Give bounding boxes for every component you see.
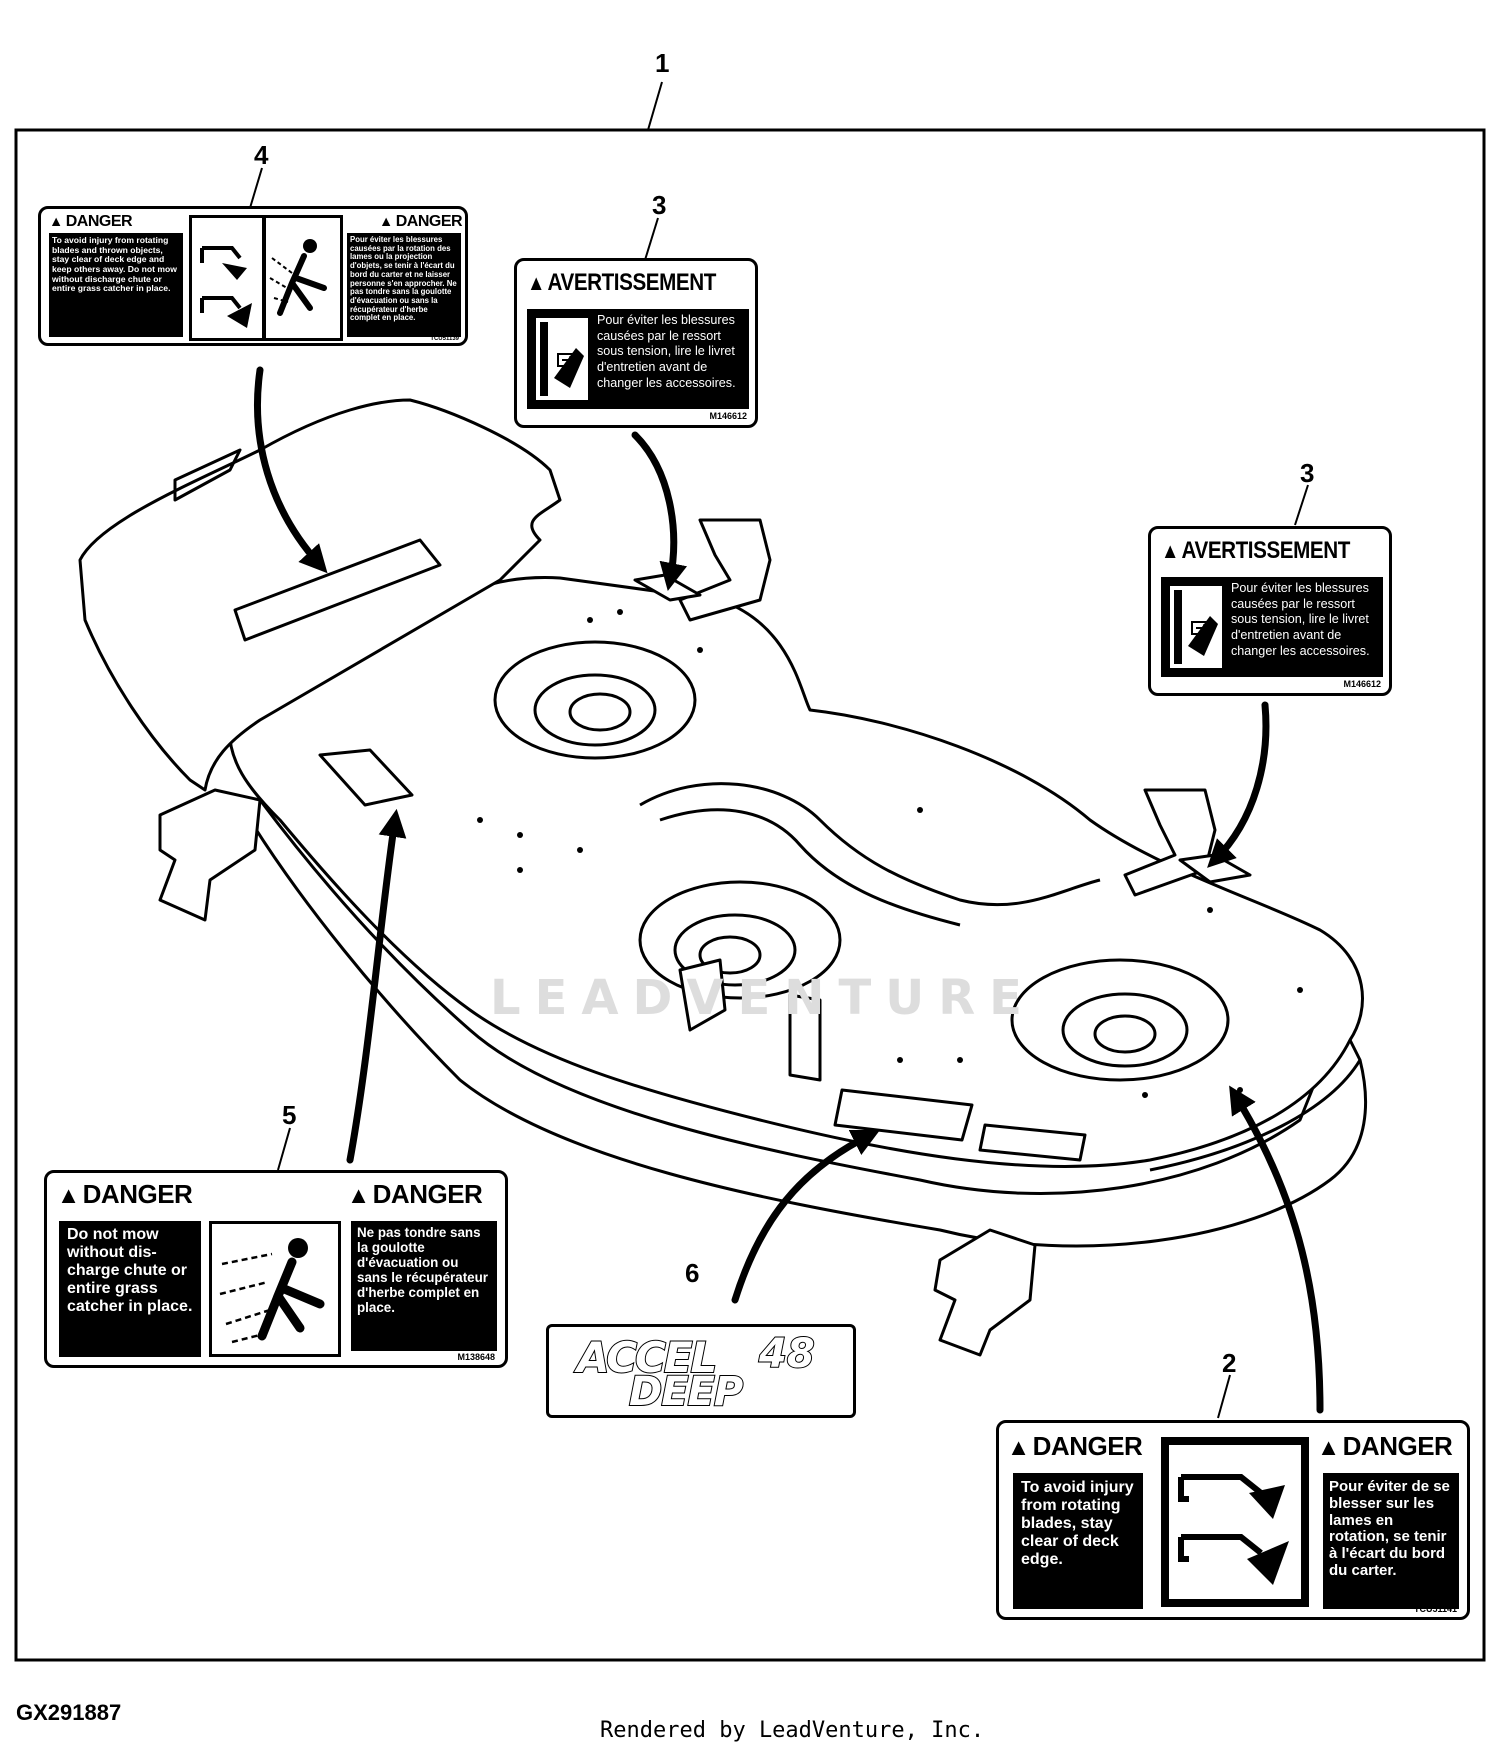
- arrow-6: [731, 1129, 881, 1304]
- decal-3b: ▲AVERTISSEMENT Pour éviter les blessures…: [1148, 526, 1392, 696]
- decal-3b-text: Pour éviter les blessures causées par le…: [1231, 581, 1370, 658]
- decal-5-right-header: ▲DANGER: [347, 1179, 483, 1209]
- decal-2-code: TCU51141: [1413, 1604, 1457, 1614]
- pointer-arrows: [254, 366, 1324, 1414]
- decal-5-right-text: Ne pas tondre sans la goulotte d'évacuat…: [351, 1221, 497, 1351]
- blade-hazard-icon: [200, 218, 327, 338]
- decal-4-left-header: ▲DANGER: [49, 213, 133, 230]
- decal-2-left-text: To avoid injury from rotating blades, st…: [1013, 1473, 1143, 1609]
- decal-4-right-text: Pour éviter les blessures causées par la…: [347, 233, 461, 337]
- blade-hazard-icon: [1161, 1437, 1309, 1607]
- warning-triangle-icon: ▲: [379, 214, 393, 230]
- spindle-left-hub: [568, 692, 632, 732]
- callout-2: 2: [1222, 1348, 1237, 1378]
- callout-3a: 3: [652, 190, 667, 220]
- spring-hazard-icon: [540, 322, 584, 396]
- decal-3a-code: M146612: [709, 411, 747, 421]
- warning-triangle-icon: ▲: [1007, 1434, 1030, 1460]
- decal-6-number: 48: [758, 1330, 816, 1378]
- chute-back: [173, 448, 242, 502]
- warning-triangle-icon: ▲: [527, 270, 545, 295]
- decal-6-line2: DEEP: [628, 1368, 744, 1416]
- decal-3a-body: Pour éviter les blessures causées par le…: [527, 309, 749, 409]
- arrow-3a: [631, 431, 688, 591]
- decal-6-line1: ACCEL: [576, 1332, 718, 1383]
- decal-5-left-header: ▲DANGER: [57, 1179, 193, 1209]
- front-bracket-left: [678, 518, 772, 622]
- decal-2-location: [978, 1123, 1087, 1162]
- warning-triangle-icon: ▲: [347, 1182, 370, 1208]
- decal-3a-header: ▲AVERTISSEMENT: [527, 269, 716, 296]
- callout-leaders: [249, 167, 1309, 1419]
- belt-channel: [639, 782, 1101, 907]
- callout-4: 4: [254, 140, 269, 170]
- decal-3a-pictogram: [533, 315, 591, 403]
- decal-4-code: TCU51139: [430, 336, 459, 342]
- spring-hazard-icon: [1174, 590, 1218, 664]
- decal-5-location: [318, 748, 414, 807]
- decal-3b-body: Pour éviter les blessures causées par le…: [1161, 577, 1383, 677]
- figure-code: GX291887: [16, 1700, 122, 1725]
- deck-skirt: [248, 798, 1368, 1248]
- gauge-bracket-center: [678, 958, 727, 1032]
- decal-4-location: [233, 538, 442, 642]
- arrow-5: [346, 808, 407, 1164]
- decal-5-left-text: Do not mow without dis- charge chute or …: [59, 1221, 201, 1357]
- mower-deck: [78, 398, 1368, 1357]
- arrow-2: [1229, 1085, 1324, 1414]
- leader-1: [647, 81, 663, 131]
- front-skirt: [1149, 1059, 1362, 1172]
- deck-holes: [477, 609, 1303, 1098]
- warning-triangle-icon: ▲: [1317, 1434, 1340, 1460]
- render-credit: Rendered by LeadVenture, Inc.: [600, 1718, 985, 1743]
- rear-bracket-right: [933, 1228, 1037, 1357]
- callout-5: 5: [282, 1100, 297, 1130]
- warning-triangle-icon: ▲: [49, 214, 63, 230]
- arrow-4: [254, 366, 328, 574]
- decal-4-right-header: ▲DANGER: [379, 213, 463, 230]
- decal-4-left-text: To avoid injury from rotating blades and…: [49, 233, 183, 337]
- arrow-3b: [1207, 701, 1270, 868]
- decal-2-right-header: ▲DANGER: [1317, 1431, 1453, 1461]
- decal-2-right-text: Pour éviter de se blesser sur les lames …: [1323, 1473, 1459, 1609]
- thrown-object-hazard-icon: [219, 1238, 325, 1344]
- spindle-right-hub: [1093, 1014, 1157, 1054]
- decal-4-pictogram: [189, 215, 343, 341]
- decal-3b-pictogram: [1167, 583, 1225, 671]
- warning-triangle-icon: ▲: [1161, 538, 1179, 563]
- callout-1: 1: [655, 48, 670, 78]
- decal-5-code: M138648: [457, 1352, 495, 1362]
- decal-2-left-header: ▲DANGER: [1007, 1431, 1143, 1461]
- belt-channel-inner: [659, 808, 961, 927]
- rear-bracket-left: [158, 788, 262, 922]
- gauge-bracket-front: [788, 993, 822, 1082]
- decal-2-pictogram: [1161, 1437, 1309, 1607]
- decal-3b-header: ▲AVERTISSEMENT: [1161, 537, 1350, 564]
- decal-5: ▲DANGER Do not mow without dis- charge c…: [44, 1170, 508, 1368]
- decal-6-location: [833, 1088, 974, 1142]
- warning-triangle-icon: ▲: [57, 1182, 80, 1208]
- decal-4: ▲DANGER To avoid injury from rotating bl…: [38, 206, 468, 346]
- decal-6: ACCEL 48 DEEP: [546, 1324, 856, 1418]
- assembly-frame: [14, 128, 1486, 1662]
- callout-3b: 3: [1300, 458, 1315, 488]
- decal-3a: ▲AVERTISSEMENT Pour éviter les blessures…: [514, 258, 758, 428]
- decal-5-pictogram: [209, 1221, 341, 1357]
- decal-2: ▲DANGER To avoid injury from rotating bl…: [996, 1420, 1470, 1620]
- decal-3b-code: M146612: [1343, 679, 1381, 689]
- callout-6: 6: [685, 1258, 700, 1288]
- decal-3b-location: [1178, 853, 1252, 884]
- decal-3a-text: Pour éviter les blessures causées par le…: [597, 313, 736, 390]
- watermark: LEADVENTURE: [490, 970, 1036, 1026]
